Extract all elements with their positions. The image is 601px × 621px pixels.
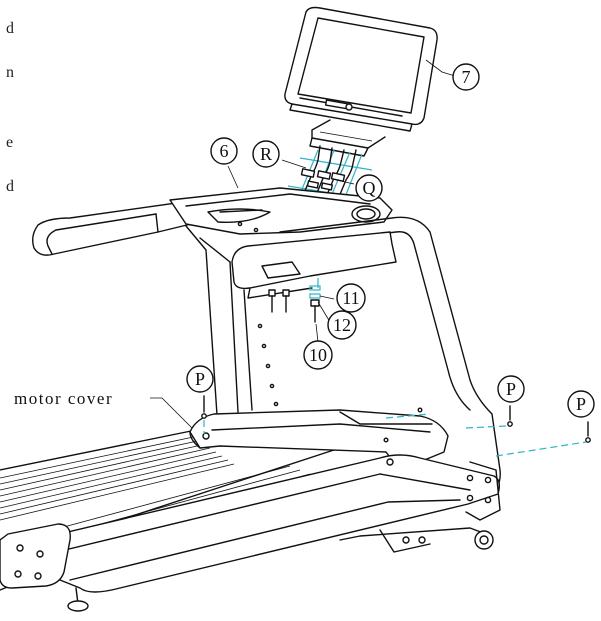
motor-cover-label: motor cover: [14, 389, 113, 408]
callout-P-1: P: [186, 365, 214, 393]
callout-P-3-label: P: [576, 394, 586, 414]
leader-7: [425, 59, 456, 77]
leader-6: [227, 165, 239, 189]
callout-12: 12: [327, 310, 357, 340]
callout-11-label: 11: [342, 288, 359, 308]
leader-motor-cover: [150, 397, 193, 429]
callout-10: 10: [303, 340, 333, 370]
margin-text-2: n: [6, 64, 14, 81]
callout-Q-label: Q: [363, 178, 376, 198]
callout-P-2-label: P: [506, 379, 516, 399]
callout-7: 7: [452, 63, 480, 91]
callout-6-label: 6: [220, 141, 229, 161]
margin-text-1: d: [6, 20, 14, 37]
callout-6: 6: [210, 137, 238, 165]
callout-P-3: P: [567, 390, 595, 418]
bolts-group: [268, 278, 321, 323]
leader-Q: [335, 179, 355, 185]
leader-R: [281, 159, 307, 169]
leader-12: [317, 301, 331, 323]
callout-R: R: [252, 140, 280, 168]
callout-Q: Q: [355, 174, 383, 202]
callout-P-1-label: P: [195, 369, 205, 389]
handrail-frame: [31, 187, 501, 495]
leader-10: [315, 323, 319, 343]
callout-P-2: P: [497, 375, 525, 403]
leader-11: [319, 295, 335, 300]
margin-text-3: e: [6, 134, 14, 151]
console-display: [284, 6, 438, 157]
callout-11: 11: [336, 283, 366, 313]
callout-R-label: R: [260, 144, 272, 164]
screws-p: [201, 395, 591, 457]
callout-12-label: 12: [333, 315, 351, 335]
callout-10-label: 10: [309, 345, 327, 365]
margin-text-4: d: [6, 178, 14, 195]
callout-7-label: 7: [462, 67, 471, 87]
treadmill-base: [0, 407, 501, 612]
